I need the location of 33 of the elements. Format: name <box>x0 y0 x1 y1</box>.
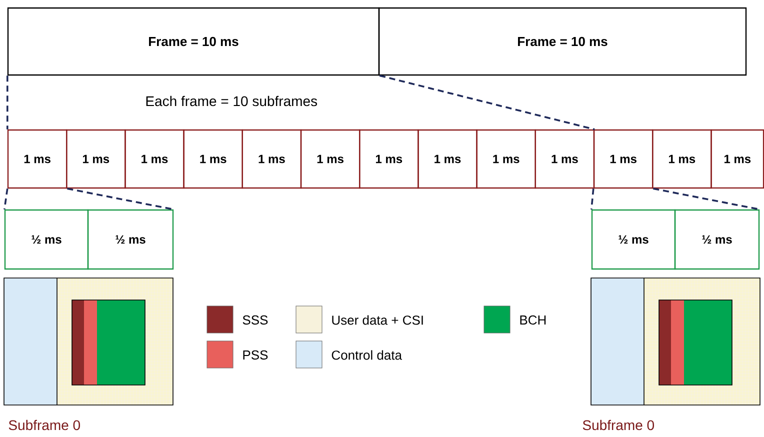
zoom-line <box>67 188 174 210</box>
drawing-caption: Subframe 0 <box>582 420 654 430</box>
text-label: Each frame = 10 subframes <box>146 96 318 106</box>
slot-box: ½ ms <box>4 209 89 270</box>
subframe-box: 1 ms <box>534 129 595 189</box>
legend-label: Control data <box>332 350 402 360</box>
subframe-box: 1 ms <box>7 129 68 189</box>
zoom-line <box>4 188 8 210</box>
subframe-box: 1 ms <box>124 129 184 189</box>
subframe-box: 1 ms <box>359 129 419 189</box>
subframe-box: 1 ms <box>476 129 536 189</box>
legend-label: BCH <box>520 315 546 325</box>
frame-box: Frame = 10 ms <box>378 7 747 76</box>
subframe-box: 1 ms <box>300 129 360 189</box>
slot-box: ½ ms <box>87 209 174 270</box>
legend-label: PSS <box>243 350 268 360</box>
zoom-line <box>653 188 760 210</box>
drawing-caption: Subframe 0 <box>8 420 80 430</box>
subframe-box: 1 ms <box>652 129 712 189</box>
slot-box: ½ ms <box>674 209 760 270</box>
legend-label: SSS <box>242 315 268 325</box>
zoom-line <box>379 74 595 130</box>
subframe-box: 1 ms <box>418 129 478 189</box>
slot-box: ½ ms <box>591 209 676 270</box>
frame-box: Frame = 10 ms <box>7 7 380 76</box>
zoom-line <box>590 188 594 210</box>
zoom-line <box>6 76 8 130</box>
subframe-box: 1 ms <box>593 129 654 189</box>
subframe-box: 1 ms <box>183 129 243 189</box>
subframe-box: 1 ms <box>710 129 764 189</box>
legend-label: User data + CSI <box>332 315 423 325</box>
subframe-box: 1 ms <box>242 129 302 189</box>
subframe-box: 1 ms <box>66 129 126 189</box>
